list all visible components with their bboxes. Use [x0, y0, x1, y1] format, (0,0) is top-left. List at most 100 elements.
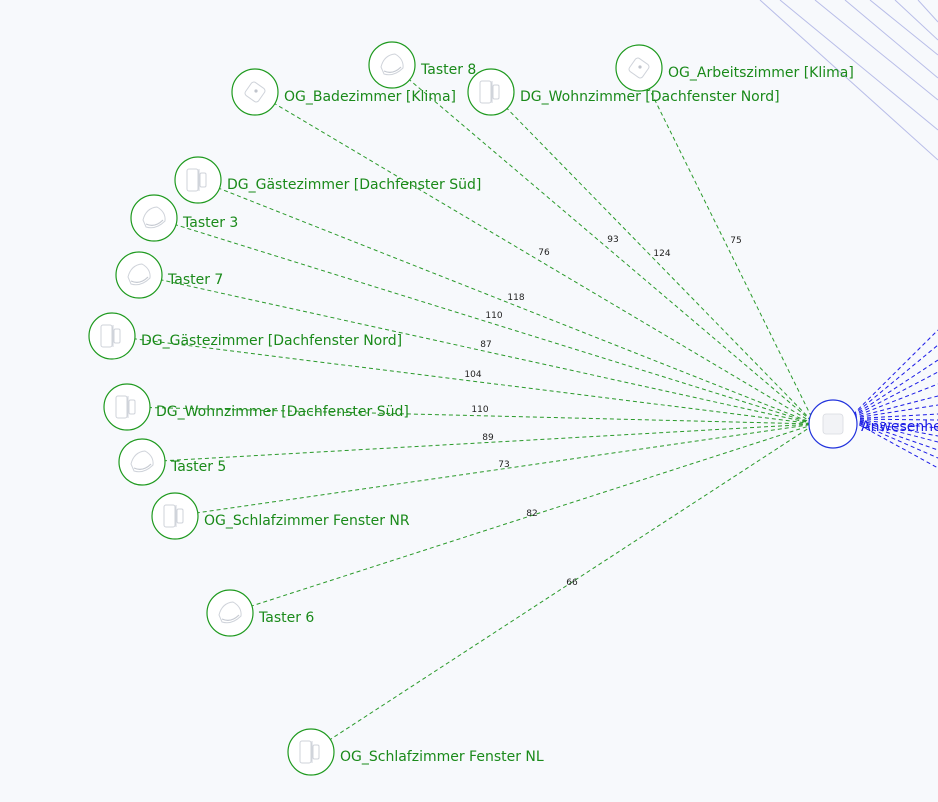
- hub-node[interactable]: Anwesenhe: [808, 399, 938, 449]
- device-link: [490, 91, 816, 425]
- device-link: [197, 179, 816, 425]
- hub-outgoing-link: [852, 419, 938, 437]
- hub-outgoing-link: [852, 420, 938, 451]
- window-sensor-icon: [479, 80, 492, 104]
- device-node-label: OG_Badezimmer [Klima]: [284, 89, 456, 105]
- link-distance-labels: 93 76 124 75 118 110 87 104 110 89 73 82 66: [464, 235, 741, 588]
- hub-outgoing-link: [852, 395, 938, 419]
- hub-label: Anwesenhe: [861, 419, 938, 435]
- device-link: [254, 91, 816, 425]
- window-sensor-magnet: [128, 399, 136, 415]
- hub-outgoing-link: [852, 329, 938, 415]
- device-node-og-arbeitszimmer[interactable]: OG_Arbeitszimmer [Klima]: [615, 44, 854, 92]
- switch-shadow: [383, 66, 402, 73]
- window-sensor-icon: [186, 168, 199, 192]
- climate-sensor-dot: [638, 65, 642, 69]
- link-distance-label: 73: [498, 460, 509, 470]
- background-link: [844, 0, 938, 79]
- device-node-label: OG_Schlafzimmer Fenster NL: [340, 749, 544, 765]
- device-link: [229, 423, 816, 614]
- device-link: [391, 64, 816, 425]
- switch-shadow: [221, 614, 240, 621]
- hub-outgoing-links: [852, 329, 938, 469]
- window-sensor-magnet: [312, 744, 320, 760]
- device-node-label: OG_Arbeitszimmer [Klima]: [668, 65, 854, 81]
- device-nodes[interactable]: Taster 8 OG_Badezimmer [Klima] DG_Wohnzimm…: [88, 41, 854, 776]
- device-link: [126, 406, 816, 425]
- device-node-dg-wohnzimmer-nord[interactable]: DG_Wohnzimmer [Dachfenster Nord]: [467, 68, 780, 116]
- device-node-label: DG_Gästezimmer [Dachfenster Nord]: [141, 333, 402, 349]
- link-distance-label: 104: [464, 370, 481, 380]
- device-node-taster-5[interactable]: Taster 5: [118, 438, 226, 486]
- device-node-label: Taster 8: [420, 62, 476, 78]
- background-links: [759, 0, 938, 161]
- background-link: [779, 0, 938, 131]
- device-node-label: DG_Gästezimmer [Dachfenster Süd]: [227, 177, 481, 193]
- hub-outgoing-link: [852, 344, 938, 416]
- hub-outgoing-link: [852, 420, 938, 469]
- device-link: [141, 423, 816, 463]
- device-links: [111, 64, 816, 753]
- window-sensor-icon: [100, 324, 113, 348]
- device-link: [174, 423, 816, 517]
- device-link: [138, 274, 816, 425]
- link-distance-label: 66: [566, 578, 578, 588]
- link-distance-label: 89: [482, 433, 494, 443]
- window-sensor-magnet: [199, 172, 207, 188]
- device-link: [638, 67, 816, 425]
- switch-shadow: [145, 219, 164, 226]
- device-node-taster-7[interactable]: Taster 7: [115, 251, 223, 299]
- hub-outgoing-link: [852, 420, 938, 459]
- device-node-label: DG_Wohnzimmer [Dachfenster Nord]: [520, 89, 780, 105]
- background-link: [759, 0, 938, 161]
- link-distance-label: 110: [471, 405, 488, 415]
- device-node-label: Taster 7: [167, 272, 223, 288]
- device-node-label: OG_Schlafzimmer Fenster NR: [204, 513, 410, 529]
- hub-device-icon: [822, 413, 844, 435]
- device-node-label: DG_Wohnzimmer [Dachfenster Süd]: [156, 404, 409, 420]
- link-distance-label: 76: [538, 248, 550, 258]
- link-distance-label: 93: [607, 235, 618, 245]
- device-node-label: Taster 3: [182, 215, 238, 231]
- device-node-og-schlafzimmer-nl[interactable]: OG_Schlafzimmer Fenster NL: [287, 728, 544, 776]
- device-node-label: Taster 5: [170, 459, 226, 475]
- device-node-label: Taster 6: [258, 610, 314, 626]
- device-link: [153, 217, 816, 425]
- link-distance-label: 87: [480, 340, 491, 350]
- device-node-taster-8[interactable]: Taster 8: [368, 41, 476, 89]
- hub-outgoing-link: [852, 418, 938, 429]
- climate-sensor-dot: [254, 89, 258, 93]
- hub-outgoing-link: [852, 359, 938, 417]
- device-link: [111, 335, 816, 425]
- link-distance-label: 82: [526, 509, 537, 519]
- window-sensor-icon: [163, 504, 176, 528]
- device-node-dg-wohnzimmer-sued[interactable]: DG_Wohnzimmer [Dachfenster Süd]: [103, 383, 409, 431]
- device-node-og-schlafzimmer-nr[interactable]: OG_Schlafzimmer Fenster NR: [151, 492, 410, 540]
- link-distance-label: 110: [485, 311, 502, 321]
- hub-outgoing-link: [852, 371, 938, 418]
- switch-shadow: [130, 276, 149, 283]
- device-node-taster-6[interactable]: Taster 6: [206, 589, 314, 637]
- link-distance-label: 118: [507, 293, 524, 303]
- background-link: [814, 0, 938, 101]
- hub-outgoing-link: [852, 419, 938, 443]
- background-link: [869, 0, 938, 56]
- link-distance-label: 75: [730, 236, 741, 246]
- hub-outgoing-link: [852, 418, 938, 421]
- window-sensor-icon: [115, 395, 128, 419]
- background-link: [917, 0, 938, 23]
- background-link: [894, 0, 938, 41]
- window-sensor-magnet: [492, 84, 500, 100]
- device-node-dg-gaestezimmer-sued[interactable]: DG_Gästezimmer [Dachfenster Süd]: [174, 156, 481, 204]
- device-node-dg-gaestezimmer-nord[interactable]: DG_Gästezimmer [Dachfenster Nord]: [88, 312, 402, 360]
- hub-outgoing-link: [852, 404, 938, 419]
- device-node-taster-3[interactable]: Taster 3: [130, 194, 238, 242]
- switch-shadow: [133, 463, 152, 470]
- window-sensor-magnet: [113, 328, 121, 344]
- device-node-og-badezimmer[interactable]: OG_Badezimmer [Klima]: [231, 68, 456, 116]
- window-sensor-icon: [299, 740, 312, 764]
- hub-outgoing-link: [852, 383, 938, 418]
- link-distance-label: 124: [653, 249, 670, 259]
- window-sensor-magnet: [176, 508, 184, 524]
